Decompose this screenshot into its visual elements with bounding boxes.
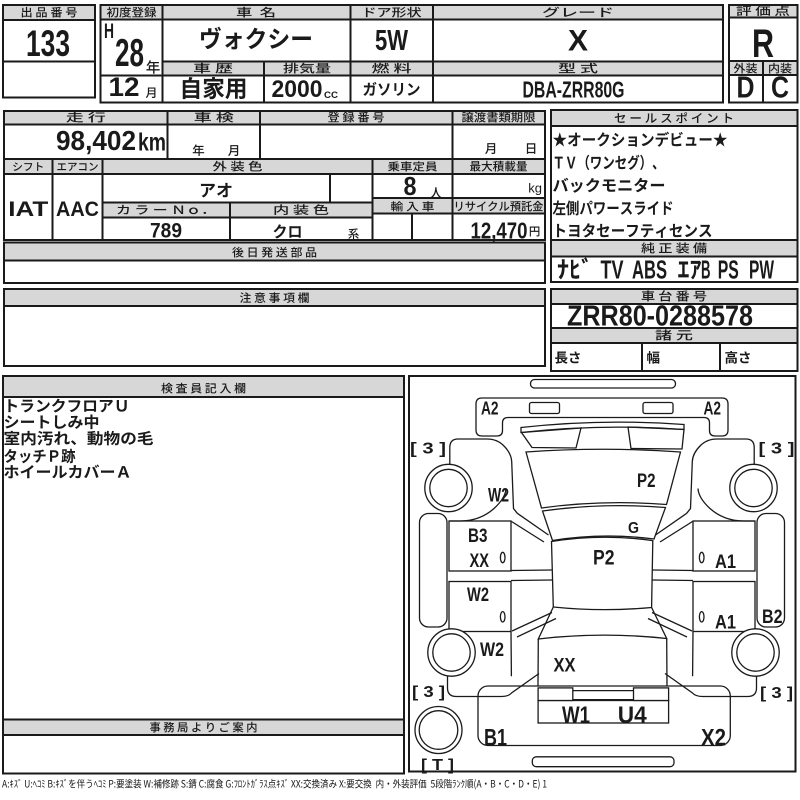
svg-text:DBA-ZRR80G: DBA-ZRR80G	[523, 77, 625, 103]
svg-text:2000: 2000	[272, 76, 323, 103]
svg-text:789: 789	[150, 220, 182, 243]
svg-text:X: X	[568, 25, 588, 58]
svg-text:A1: A1	[715, 551, 736, 573]
svg-text:D: D	[737, 70, 755, 105]
svg-text:H: H	[104, 20, 114, 43]
svg-text:W2: W2	[467, 584, 489, 606]
svg-text:B2: B2	[762, 606, 783, 628]
svg-text:G: G	[628, 520, 639, 537]
svg-text:A2: A2	[704, 398, 722, 419]
svg-text:TV: TV	[601, 255, 624, 285]
svg-text:PW: PW	[749, 255, 774, 285]
svg-text:XX: XX	[470, 550, 490, 572]
svg-text:CC: CC	[324, 90, 338, 101]
svg-text:133: 133	[26, 23, 70, 64]
svg-text:B1: B1	[484, 725, 507, 752]
svg-text:[ 3 ]: [ 3 ]	[410, 441, 446, 458]
svg-text:ZRR80-0288578: ZRR80-0288578	[567, 301, 753, 333]
svg-text:W1: W1	[562, 702, 590, 729]
svg-text:28: 28	[115, 32, 144, 75]
svg-text:R: R	[752, 22, 774, 66]
svg-text:kg: kg	[528, 181, 542, 196]
svg-text:[ 3 ]: [ 3 ]	[759, 441, 795, 458]
svg-text:P2: P2	[637, 470, 656, 492]
svg-text:B3: B3	[468, 525, 488, 547]
svg-text:B: B	[701, 255, 711, 285]
svg-text:W2: W2	[488, 485, 509, 507]
svg-text:PS: PS	[718, 255, 739, 285]
svg-text:C: C	[771, 70, 789, 105]
svg-text:8: 8	[404, 171, 417, 201]
svg-text:IAT: IAT	[8, 198, 48, 221]
svg-text:A1: A1	[715, 612, 736, 634]
svg-text:XX: XX	[554, 655, 576, 677]
svg-text:W2: W2	[480, 639, 504, 661]
svg-text:12,470: 12,470	[471, 218, 528, 244]
svg-text:12: 12	[109, 72, 140, 102]
svg-text:[ T ]: [ T ]	[421, 757, 454, 774]
svg-text:ABS: ABS	[632, 255, 667, 285]
svg-text:A2: A2	[481, 398, 499, 419]
svg-text:P2: P2	[593, 547, 615, 570]
svg-text:98,402: 98,402	[56, 125, 136, 156]
svg-text:[ 3 ]: [ 3 ]	[412, 684, 445, 701]
svg-text:[ 3 ]: [ 3 ]	[760, 685, 793, 702]
svg-text:U4: U4	[618, 702, 648, 729]
svg-text:5W: 5W	[375, 25, 408, 57]
svg-text:AAC: AAC	[56, 198, 99, 221]
svg-text:X2: X2	[701, 725, 726, 752]
svg-text:km: km	[138, 129, 166, 157]
